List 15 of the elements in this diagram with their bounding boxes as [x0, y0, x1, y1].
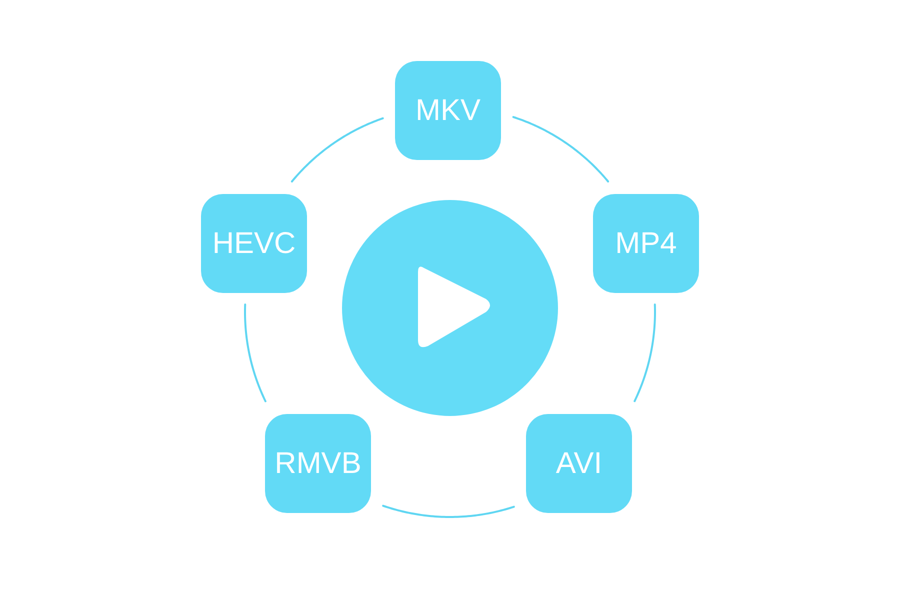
format-tile — [201, 194, 307, 292]
format-tile — [593, 194, 699, 292]
connector-arc — [512, 116, 610, 182]
format-tile — [395, 60, 501, 160]
connector-arc — [634, 304, 656, 402]
connector-arc — [244, 304, 266, 402]
format-label: AVI — [556, 446, 602, 480]
connector-arc — [290, 117, 384, 182]
connector-arc — [382, 504, 515, 518]
format-label: MKV — [415, 94, 480, 126]
format-label: RMVB — [274, 446, 362, 480]
format-label: HEVC — [212, 226, 296, 260]
format-tile — [526, 414, 632, 512]
format-label: MP4 — [615, 226, 677, 260]
format-tile — [265, 414, 371, 512]
